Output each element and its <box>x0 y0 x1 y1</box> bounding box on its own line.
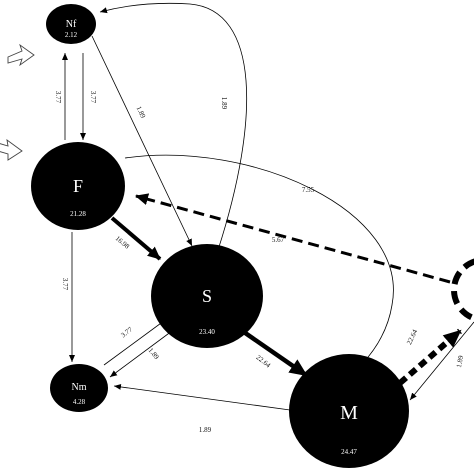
node-s-name: S <box>202 286 212 306</box>
input-arrow-nf <box>7 43 35 67</box>
edge-label-f-to-s: 16.98 <box>114 234 132 251</box>
node-nf-value: 2.12 <box>65 31 78 39</box>
external-compartment <box>451 258 474 322</box>
node-nf-name: Nf <box>66 19 77 30</box>
node-nm[interactable]: Nm 4.28 <box>50 364 108 412</box>
input-arrow-f <box>0 138 23 161</box>
edge-f-to-m <box>124 154 394 365</box>
node-f[interactable]: F 21.28 <box>31 142 125 230</box>
edge-nf-to-s <box>91 35 193 247</box>
node-m[interactable]: M 24.47 <box>289 354 409 468</box>
edge-label-nf-to-f: 3.77 <box>89 91 97 104</box>
edge-s-to-nf <box>99 2 248 251</box>
edge-label-s-to-m: 22.64 <box>255 353 273 369</box>
node-nm-value: 4.28 <box>73 398 86 406</box>
edge-label-m-to-nm: 1.89 <box>199 426 212 434</box>
edge-label-ext-to-f: 5.67 <box>272 236 285 244</box>
node-s[interactable]: S 23.40 <box>151 244 263 348</box>
node-s-value: 23.40 <box>199 328 215 336</box>
edge-label-nf-to-s: 1.89 <box>135 105 148 120</box>
edge-label-ext-to-m: 1.89 <box>455 354 465 368</box>
node-f-value: 21.28 <box>70 210 86 218</box>
edge-s-to-m <box>236 326 308 377</box>
edge-s-to-nm <box>109 327 177 378</box>
edge-label-f-to-m: 7.55 <box>302 186 315 194</box>
edge-m-to-nm <box>113 383 291 411</box>
edge-label-m-to-ext: 22.64 <box>405 328 419 346</box>
edge-f-to-s <box>110 216 162 261</box>
edge-label-f-to-nf: 3.77 <box>54 91 62 104</box>
node-nm-name: Nm <box>72 382 87 393</box>
node-m-name: M <box>340 402 358 424</box>
edge-label-nm-to-s: 3.77 <box>119 325 134 339</box>
node-m-value: 24.47 <box>341 448 357 456</box>
edge-ext-to-m <box>409 321 474 401</box>
edge-m-to-ext <box>398 328 462 386</box>
node-f-name: F <box>73 176 83 196</box>
edge-label-f-to-nm: 3.77 <box>61 278 69 291</box>
edge-label-s-to-nm: 1.89 <box>147 346 161 361</box>
node-nf[interactable]: Nf 2.12 <box>46 4 96 44</box>
edge-ext-to-f <box>135 193 451 284</box>
edge-label-s-to-nf: 1.89 <box>220 97 228 110</box>
